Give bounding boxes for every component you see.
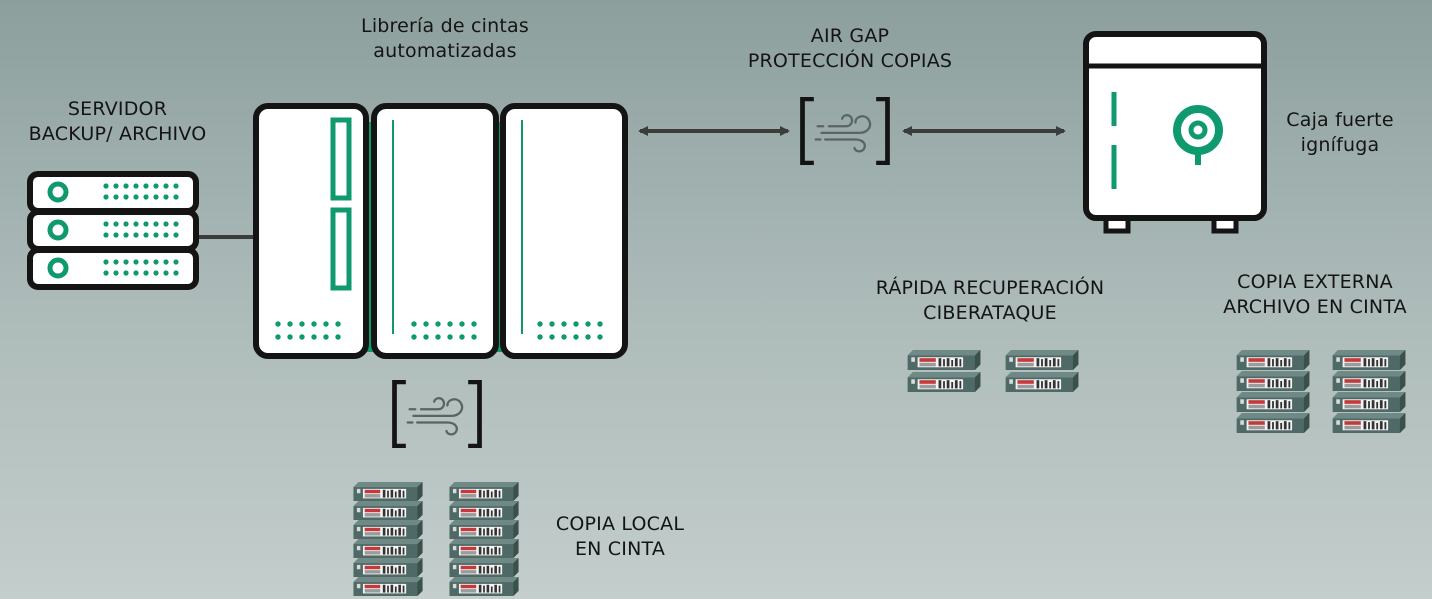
recovery-label-line-2: CIBERATAQUE (923, 302, 1057, 324)
tape-cartridge-icon (353, 520, 423, 539)
tape-cartridge-icon (1236, 350, 1310, 370)
external-tape-stacks (1236, 350, 1406, 433)
safe-label: Caja fuerte ignífuga (1270, 108, 1410, 158)
recovery-tape-stacks (907, 350, 1079, 392)
tape-cartridge-icon (449, 501, 519, 520)
tape-cartridge-icon (449, 577, 519, 596)
tape-cartridge-icon (1236, 392, 1310, 412)
library-cabinet (371, 103, 499, 359)
tape-cartridge-icon (1236, 413, 1310, 433)
tape-cartridge-icon (353, 558, 423, 577)
local-tape-stacks (353, 482, 519, 596)
tape-cartridge-icon (1005, 372, 1079, 392)
server-label: SERVIDOR BACKUP/ ARCHIVO (0, 97, 235, 147)
external-label-line-1: COPIA EXTERNA (1237, 271, 1393, 293)
tape-cartridge-icon (1332, 392, 1406, 412)
tape-cartridge-icon (907, 372, 981, 392)
library-label-line-2: automatizadas (373, 40, 517, 62)
external-label: COPIA EXTERNA ARCHIVO EN CINTA (1200, 270, 1430, 320)
server-unit (27, 209, 199, 252)
tape-cartridge-icon (1005, 350, 1079, 370)
tape-cartridge-icon (1236, 371, 1310, 391)
recovery-label-line-1: RÁPIDA RECUPERACIÓN (875, 277, 1105, 299)
safe-label-line-1: Caja fuerte (1286, 109, 1394, 131)
local-label: COPIA LOCAL EN CINTA (525, 512, 715, 562)
tape-cartridge-icon (1332, 350, 1406, 370)
tape-cartridge-icon (449, 482, 519, 501)
tape-cartridge-icon (449, 558, 519, 577)
library-cabinet (500, 103, 628, 359)
tape-cartridge-icon (1332, 413, 1406, 433)
airgap-label-line-1: AIR GAP (810, 25, 890, 47)
external-label-line-2: ARCHIVO EN CINTA (1223, 296, 1407, 318)
server-rack-icon (27, 171, 199, 290)
airgap-label-line-2: PROTECCIÓN COPIAS (747, 50, 953, 72)
local-label-line-2: EN CINTA (574, 538, 666, 560)
server-unit (27, 171, 199, 214)
airgap-label: AIR GAP PROTECCIÓN COPIAS (715, 24, 985, 74)
library-cabinet (253, 103, 369, 359)
tape-cartridge-icon (353, 482, 423, 501)
fireproof-safe-icon (1083, 31, 1267, 234)
tape-cartridge-icon (353, 577, 423, 596)
safe-label-line-2: ignífuga (1300, 134, 1380, 156)
wind-air-gap-icon (395, 382, 480, 446)
tape-cartridge-icon (353, 501, 423, 520)
local-label-line-1: COPIA LOCAL (555, 513, 685, 535)
library-label-line-1: Librería de cintas (361, 15, 529, 37)
recovery-label: RÁPIDA RECUPERACIÓN CIBERATAQUE (840, 276, 1140, 326)
tape-cartridge-icon (1332, 371, 1406, 391)
tape-library-icon (253, 103, 628, 359)
tape-cartridge-icon (449, 539, 519, 558)
tape-cartridge-icon (449, 520, 519, 539)
server-unit (27, 247, 199, 290)
tape-cartridge-icon (353, 539, 423, 558)
library-label: Librería de cintas automatizadas (330, 14, 560, 64)
server-label-line-1: SERVIDOR (67, 98, 168, 120)
wind-air-gap-icon (803, 99, 888, 163)
tape-cartridge-icon (907, 350, 981, 370)
server-label-line-2: BACKUP/ ARCHIVO (28, 123, 207, 145)
